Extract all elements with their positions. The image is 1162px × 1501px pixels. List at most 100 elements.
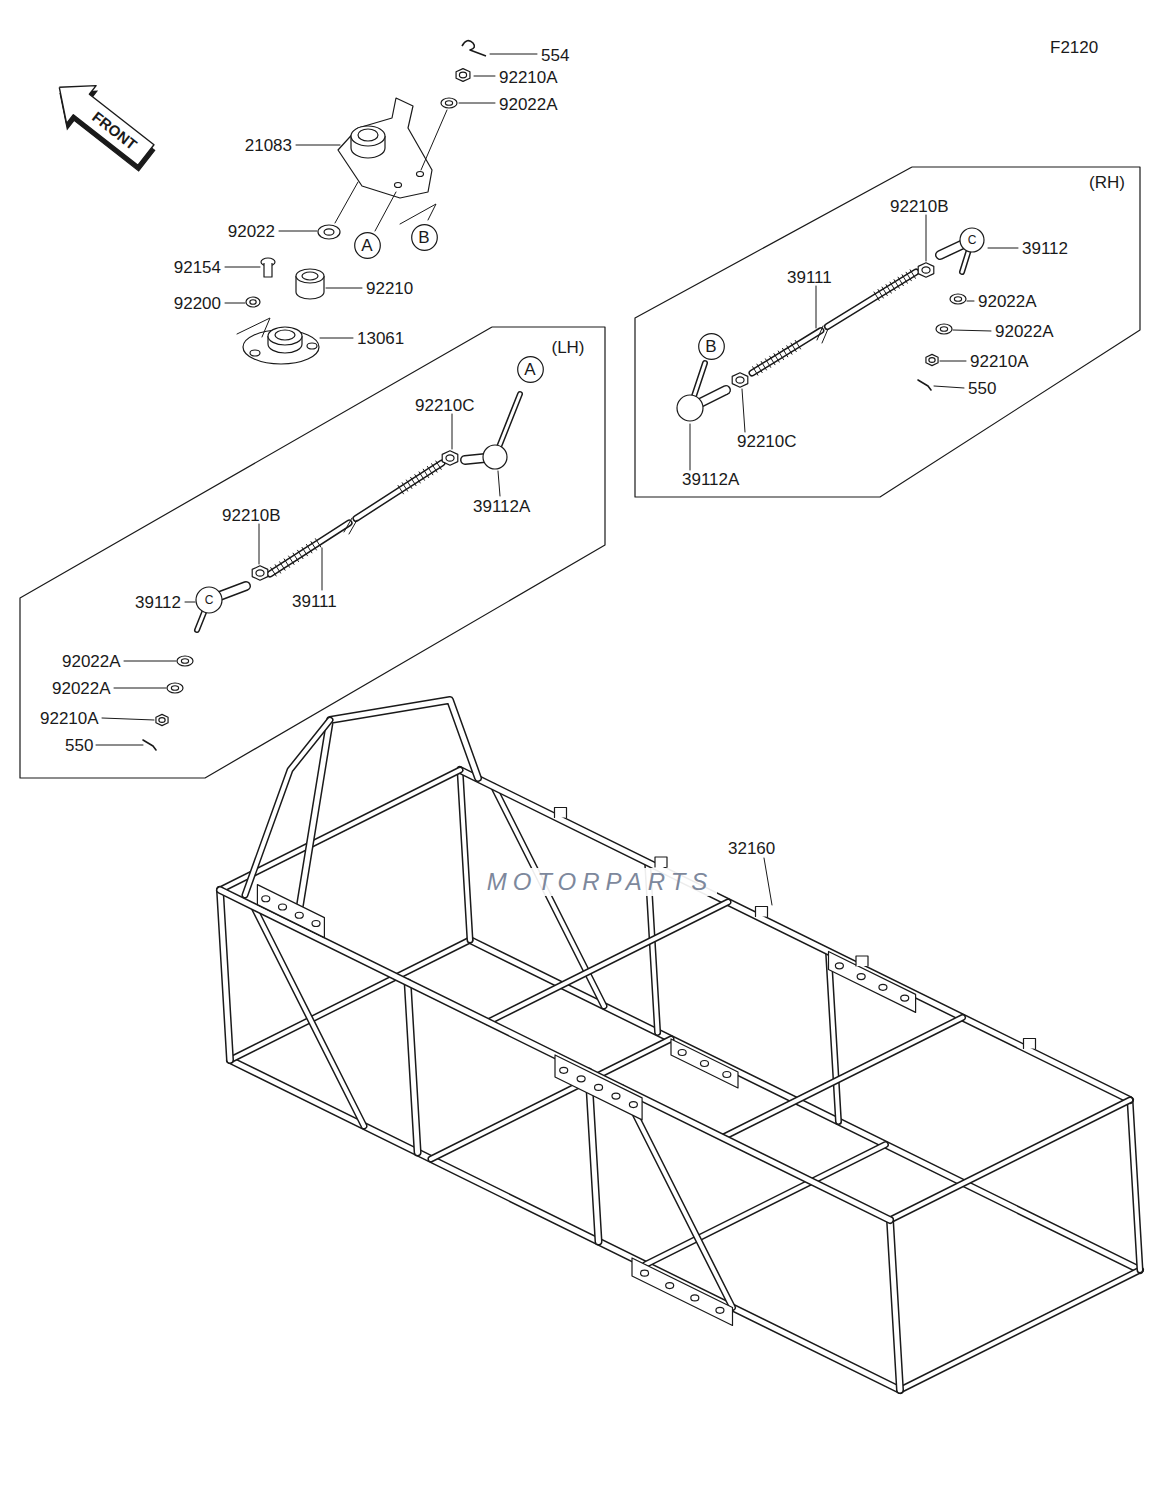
clip-554 [462, 41, 486, 56]
rod-thread [427, 466, 432, 474]
leader-line [474, 76, 495, 77]
frame-tab [1024, 1039, 1036, 1049]
frame-tube [300, 700, 478, 905]
assembly-line [375, 192, 396, 231]
leader-line [296, 145, 340, 146]
cotter-pin [143, 740, 156, 750]
plate-hole [716, 1307, 724, 1313]
tie-rod [270, 523, 349, 574]
front-arrow [42, 68, 164, 179]
rod-thread [753, 367, 758, 376]
rod-thread [415, 475, 420, 483]
rod-thread [894, 280, 899, 289]
callout-number: 92022A [52, 680, 111, 697]
rod-thread [791, 343, 796, 352]
frame-tab [555, 808, 567, 818]
tie-rod [827, 272, 916, 327]
washer [318, 225, 340, 239]
plate-hole [629, 1102, 637, 1108]
leader-line [259, 524, 260, 564]
panel-outline [635, 167, 1140, 497]
rod-thread [770, 356, 775, 365]
bushing-92210 [296, 269, 324, 283]
frame-tube [723, 1018, 963, 1138]
washer [936, 324, 952, 334]
frame-tube [460, 770, 470, 940]
rod-thread [787, 346, 792, 355]
rod-thread [910, 270, 915, 279]
bracket-hole [417, 172, 424, 177]
leader-line [322, 548, 323, 590]
hex-nut [252, 566, 268, 580]
leader-line [225, 303, 245, 304]
callout-number: 39112A [473, 498, 530, 515]
callout-number: 92210B [890, 198, 949, 215]
callout-number: 92210A [499, 69, 558, 86]
rod-thread [298, 550, 303, 558]
frame-tube [245, 720, 330, 895]
callout-number: 92210C [415, 397, 475, 414]
plate-hole [879, 984, 887, 990]
frame-tube [890, 1100, 1130, 1220]
rod-thread [783, 348, 788, 357]
leader-line [96, 745, 143, 746]
callout-number: 554 [541, 47, 569, 64]
hex-nut [922, 267, 930, 273]
screw-92154 [264, 263, 272, 277]
callout-number: 32160 [728, 840, 775, 857]
reference-letter: B [418, 229, 429, 246]
plate-hole [595, 1084, 603, 1090]
tie-rod [356, 463, 442, 519]
frame-tube [220, 890, 230, 1060]
rod-thread [774, 354, 779, 363]
hex-nut [459, 72, 466, 78]
assembly-line [237, 318, 270, 337]
callout-number: 92210B [222, 507, 281, 524]
plate-hole [577, 1076, 585, 1082]
frame-tube [470, 940, 1140, 1270]
callout-number: 92022A [62, 653, 121, 670]
frame-plate [829, 952, 916, 1013]
break-mark [349, 520, 357, 534]
frame-tube [890, 1220, 900, 1390]
plate-hole [835, 963, 843, 969]
washer [950, 294, 966, 304]
plate-hole [262, 896, 270, 902]
callout-number: 39112 [1022, 240, 1068, 257]
rod-thread [406, 480, 411, 488]
leader-line [102, 718, 154, 720]
leader-line [279, 231, 317, 232]
letter-mark: C [968, 234, 977, 246]
rod-thread [432, 464, 437, 472]
reference-letter: A [361, 237, 372, 254]
frame-tube [488, 902, 728, 1022]
assembly-line [400, 204, 436, 224]
frame-tube [460, 770, 1130, 1100]
rod-thread [307, 544, 312, 552]
hex-nut [929, 358, 935, 363]
plate-hole [723, 1072, 731, 1078]
washer [940, 327, 947, 332]
rod-end-housing [677, 395, 703, 421]
plate-hole [678, 1050, 686, 1056]
frame-tube [900, 1270, 1140, 1390]
frame-tube [254, 907, 365, 1127]
hex-nut [926, 354, 938, 365]
frame-tube [220, 890, 890, 1220]
rod-thread [411, 477, 416, 485]
frame-tube [254, 907, 365, 1127]
letter-mark: C [205, 594, 214, 606]
leader-line [124, 661, 176, 662]
frame-tube [1130, 1100, 1140, 1270]
frame-tube [829, 952, 839, 1122]
plate-hole [701, 1061, 709, 1067]
detail-panel: (RH)B [635, 167, 1140, 497]
frame-tube [1130, 1100, 1140, 1270]
bushing-92210 [302, 272, 318, 280]
bracket-boss [351, 126, 385, 146]
washer [250, 300, 256, 305]
leader-line [490, 54, 537, 55]
rod-end-housing [960, 228, 984, 252]
callout-number: 39112 [135, 594, 181, 611]
